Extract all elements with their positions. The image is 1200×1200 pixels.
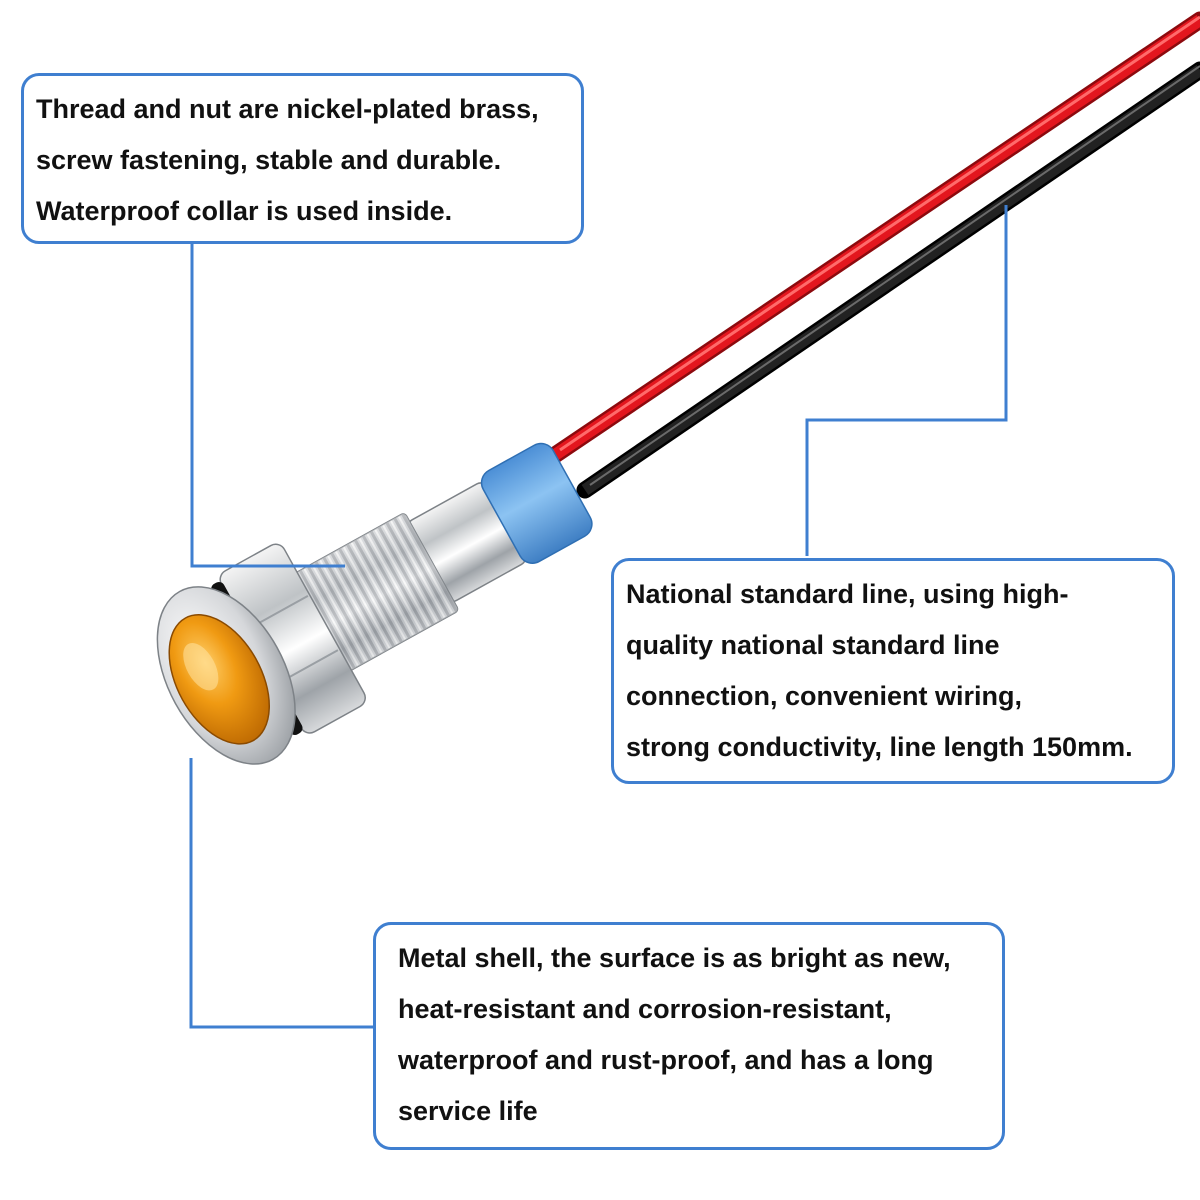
callout-thread-line-1: Thread and nut are nickel-plated brass, — [36, 94, 539, 124]
callout-connectors — [189, 205, 1008, 1029]
callout-thread-line-3: Waterproof collar is used inside. — [36, 196, 453, 226]
callout-shell-line-3: waterproof and rust-proof, and has a lon… — [398, 1045, 934, 1075]
callout-wire-line-2: quality national standard line — [626, 630, 1000, 660]
callout-thread-line-2: screw fastening, stable and durable. — [36, 145, 502, 175]
wire-connector — [805, 205, 1008, 556]
indicator-lamp — [156, 442, 593, 765]
callout-metal-shell: Metal shell, the surface is as bright as… — [373, 922, 1005, 1150]
thread-connector — [190, 244, 345, 568]
callout-shell-line-2: heat-resistant and corrosion-resistant, — [398, 994, 892, 1024]
callout-wire-line-4: strong conductivity, line length 150mm. — [626, 732, 1133, 762]
callout-shell-line-1: Metal shell, the surface is as bright as… — [398, 943, 951, 973]
callout-thread-nut: Thread and nut are nickel-plated brass, … — [21, 73, 584, 244]
waterproof-collar — [480, 442, 593, 564]
callout-shell-line-4: service life — [398, 1096, 538, 1126]
callout-national-standard-line: National standard line, using high- qual… — [611, 558, 1175, 784]
wire-leads — [546, 11, 1200, 499]
shell-connector — [189, 758, 373, 1029]
callout-wire-line-1: National standard line, using high- — [626, 579, 1069, 609]
callout-wire-line-3: connection, convenient wiring, — [626, 681, 1023, 711]
